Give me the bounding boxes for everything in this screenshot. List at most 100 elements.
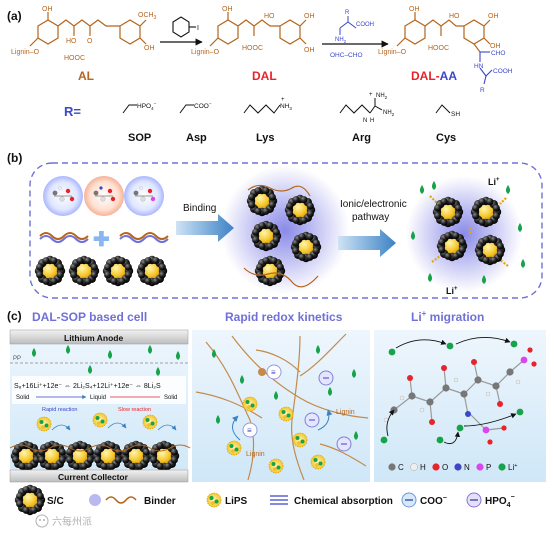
arg-nh2-top: NH2 <box>376 93 388 100</box>
arg-n: N <box>363 118 367 124</box>
dal-lignin-o: Lignin–O <box>191 49 220 56</box>
legend-absorption: Chemical absorption <box>294 496 393 507</box>
r-group-lys: NH3 + Lys <box>243 97 292 144</box>
arg-plus: + <box>369 92 373 98</box>
aa-cooh: COOH <box>356 22 374 28</box>
anode-label: Lithium Anode <box>64 333 123 343</box>
watermark-logo-icon <box>35 514 49 528</box>
dal-aa-lignin-o: Lignin–O <box>378 49 407 56</box>
dal-oh-top: OH <box>222 6 233 13</box>
li-label-top: Li+ <box>488 177 500 187</box>
cys-group: SH <box>451 111 460 118</box>
al-hooc: HOOC <box>64 55 85 62</box>
r-group-asp: COO− Asp <box>179 101 212 144</box>
dal-aa-cho: CHO <box>491 50 505 57</box>
legend-lips: LiPS <box>225 496 248 507</box>
panel-a: (a) OH Lignin–O HO O HOOC OCH3 OH AL I <box>7 6 513 144</box>
dal-aa-oh-r2: OH <box>490 43 501 50</box>
dal-aa-molecule <box>396 12 491 53</box>
lys-name: Lys <box>256 132 275 144</box>
svg-text:≡: ≡ <box>271 368 276 377</box>
dal-aa-oh-r1: OH <box>488 13 499 20</box>
dal-oh-r1: OH <box>304 13 315 20</box>
reaction-liquid: Liquid <box>90 395 106 401</box>
legend-absorption-icon <box>270 495 288 505</box>
dal-aa-hn: HN <box>474 63 484 70</box>
pp-label: PP <box>13 356 21 362</box>
rapid-reaction-label: Rapid reaction <box>42 407 77 413</box>
dal-aa-hooc: HOOC <box>428 45 449 52</box>
al-chain <box>57 19 120 27</box>
li-label-bottom: Li+ <box>446 286 458 296</box>
al-ring-left <box>37 19 59 45</box>
asp-name: Asp <box>186 132 207 144</box>
panel-label-c: (c) <box>7 309 22 323</box>
pathway-label-1: Ionic/electronic <box>340 199 407 210</box>
svg-text:≡: ≡ <box>247 426 252 435</box>
arg-nh2-right: NH2 <box>383 110 395 117</box>
sop-group: HPO4− <box>137 101 157 111</box>
cys-name: Cys <box>436 132 456 144</box>
glyoxal-label: OHC–CHO <box>330 52 363 59</box>
al-label: AL <box>78 69 94 83</box>
al-ring-right <box>119 19 141 45</box>
reaction-arrow-2: R COOH NH2 OHC–CHO <box>322 10 389 59</box>
atom-p: P <box>486 463 491 472</box>
atom-legend: C H O N P Li+ <box>388 463 517 472</box>
r-groups-prefix: R= <box>64 104 81 119</box>
migration-diagram: C H O N P Li+ <box>374 330 546 482</box>
collector-label: Current Collector <box>58 472 129 482</box>
r-group-arg: NH2 + NH2 N H Arg <box>339 92 395 144</box>
arg-name: Arg <box>352 132 371 144</box>
panel-label-b: (b) <box>7 151 22 165</box>
al-oh-right: OH <box>144 45 155 52</box>
cyclohexane-icon <box>172 16 190 38</box>
dal-ho: HO <box>264 13 275 20</box>
slow-reaction-label: Slow reaction <box>118 407 151 413</box>
binder-molecules: ✚ <box>39 176 169 251</box>
sop-name: SOP <box>128 132 151 144</box>
panel-b: (b) ✚ <box>7 151 543 299</box>
atom-h: H <box>420 463 426 472</box>
dal-label: DAL <box>252 69 277 83</box>
dal-hooc: HOOC <box>242 45 263 52</box>
al-molecule <box>29 12 147 47</box>
watermark-text: 六每州派 <box>52 515 92 528</box>
panel-label-a: (a) <box>7 9 22 23</box>
al-methoxy: OCH3 <box>138 12 157 21</box>
reaction-arrow-1: I <box>160 16 203 46</box>
al-o: O <box>87 38 93 45</box>
atom-li: Li+ <box>508 463 517 472</box>
atom-n: N <box>464 463 470 472</box>
cell-diagram: Lithium Anode PP S₈+16Li⁺+12e⁻ ⇔ 2Li₂S₄+… <box>9 329 191 483</box>
arg-h: H <box>370 118 374 124</box>
kinetics-title: Rapid redox kinetics <box>225 310 343 324</box>
al-ho: HO <box>66 38 77 45</box>
legend-binder: Binder <box>144 496 176 507</box>
kinetics-diagram: Lignin Lignin ≡ <box>192 330 370 482</box>
reaction-solid-2: Solid <box>164 395 177 401</box>
al-lignin-o: Lignin–O <box>11 49 40 56</box>
binder-cluster <box>221 166 349 294</box>
aa-nh2: NH2 <box>335 37 347 44</box>
watermark: 六每州派 <box>35 514 92 528</box>
r-group-cys: SH Cys <box>435 104 460 144</box>
sc-row <box>34 255 168 287</box>
iodo-label: I <box>197 25 199 32</box>
dal-aa-ho: HO <box>449 13 460 20</box>
legend-binder-dot <box>89 494 101 506</box>
panel-c: (c) DAL-SOP based cell Rapid redox kinet… <box>7 309 546 483</box>
atom-o: O <box>442 463 448 472</box>
legend-hpo: HPO4− <box>485 494 515 509</box>
migration-title: Li+ migration <box>411 309 484 324</box>
binding-label: Binding <box>183 203 216 214</box>
current-collector <box>9 469 189 483</box>
r-group-sop: HPO4− SOP <box>122 101 157 144</box>
legend: S/C Binder LiPS Chemical absorption COO−… <box>14 484 515 516</box>
dal-molecule <box>209 12 307 47</box>
panel-b-frame <box>29 162 543 299</box>
dal-aa-adduct <box>479 51 493 85</box>
reaction-solid-1: Solid <box>16 395 29 401</box>
dal-aa-label: DAL-AA <box>411 69 457 83</box>
binding-arrow <box>176 214 234 242</box>
